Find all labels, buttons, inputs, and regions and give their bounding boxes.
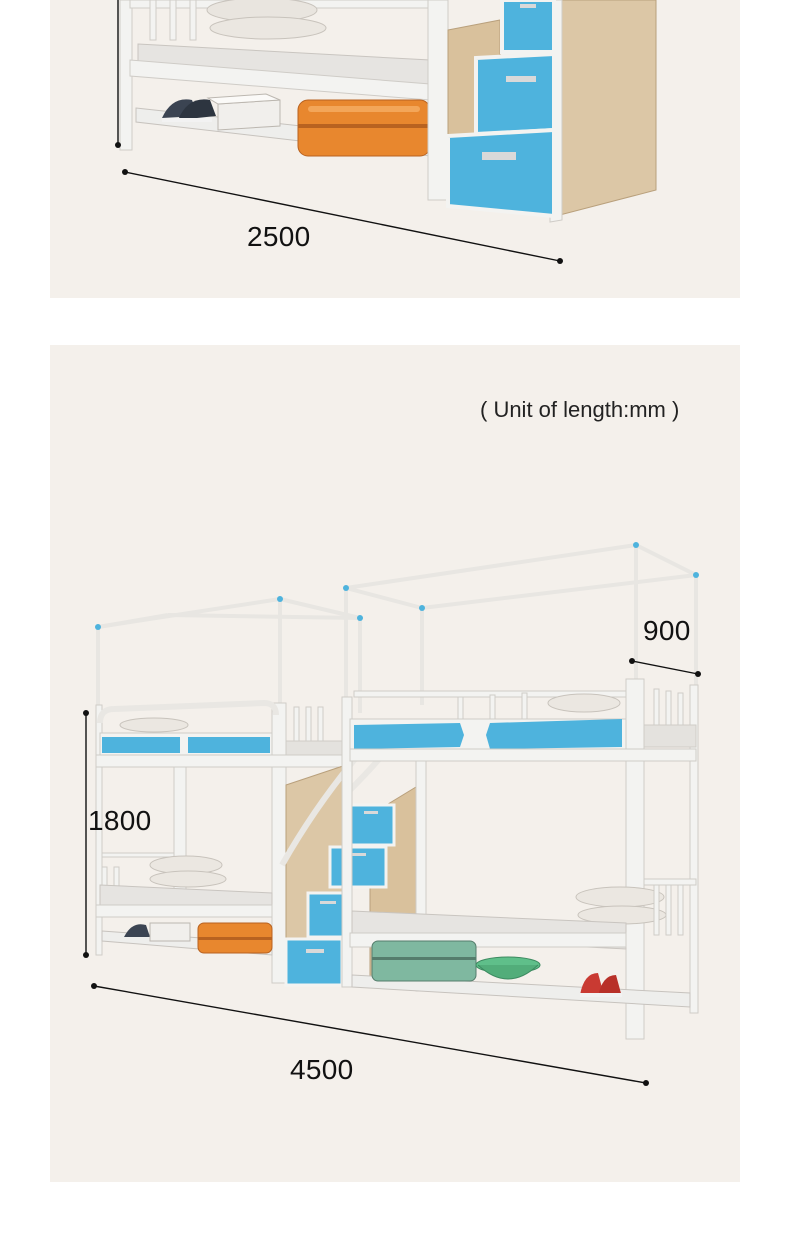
bunk-bed-illustration-bottom: [83, 542, 701, 1086]
canopy-frame-right: [344, 543, 698, 705]
dimension-line-height: [83, 710, 89, 958]
dimension-line-length: [115, 0, 563, 264]
drawer: [474, 51, 556, 137]
shoes: [162, 99, 216, 122]
right-bunk: [341, 678, 699, 1040]
drawer: [348, 803, 396, 847]
pillow: [206, 0, 327, 40]
canopy-corner-caps: [95, 542, 699, 630]
length-dimension-label: 4500: [290, 1054, 354, 1085]
product-image-panel-top: 2500: [50, 0, 740, 298]
stair-cabinet: [446, 0, 657, 223]
length-dimension-label: 2500: [247, 221, 311, 252]
bunk-bed-illustration-top: [115, 0, 657, 264]
unit-note: ( Unit of length:mm ): [480, 397, 680, 422]
canopy-frame-left: [96, 597, 362, 713]
product-image-panel-bottom: ( Unit of length:mm ): [50, 345, 740, 1182]
left-bunk: [95, 699, 347, 984]
storage-box: [206, 93, 281, 131]
width-dimension-label: 900: [643, 615, 691, 646]
dimension-line-width: [629, 658, 701, 677]
dimension-line-length: [91, 983, 649, 1086]
drawer: [328, 845, 388, 889]
height-dimension-label: 1800: [88, 805, 152, 836]
drawer: [500, 0, 556, 54]
drawer: [284, 937, 344, 987]
suitcase: [297, 99, 431, 157]
drawer: [446, 127, 556, 219]
